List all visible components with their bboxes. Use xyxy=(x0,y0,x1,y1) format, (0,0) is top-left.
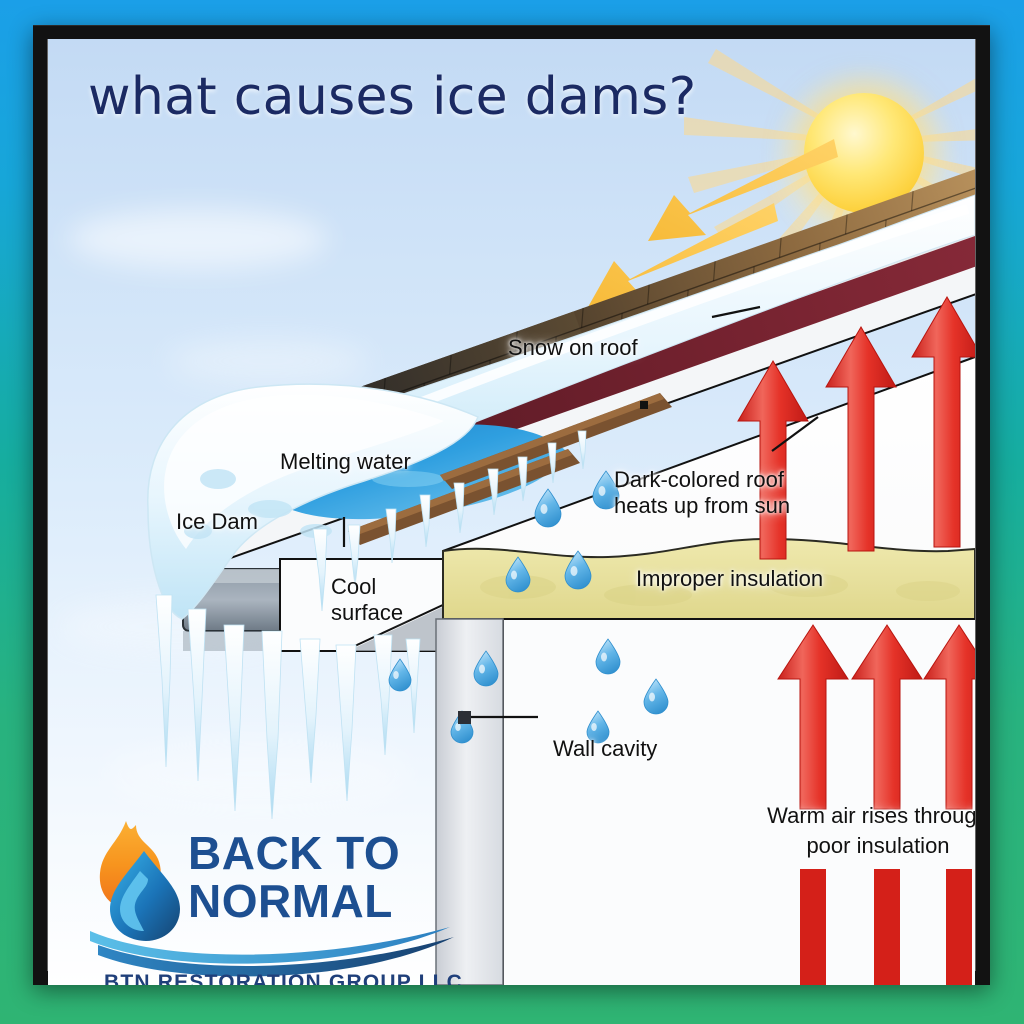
logo-line-2: NORMAL xyxy=(188,875,393,927)
cloud-4 xyxy=(108,739,408,809)
logo-wordmark: BACK TO NORMAL xyxy=(188,829,400,925)
leader-lines xyxy=(342,305,819,719)
water-drop-icon xyxy=(110,851,180,941)
dark-roof-marker xyxy=(640,401,648,409)
brand-logo: BACK TO NORMAL BTN RESTORATION GROUP LLC xyxy=(78,811,478,985)
logo-tagline: BTN RESTORATION GROUP LLC xyxy=(104,971,464,985)
cloud-2 xyxy=(168,339,368,383)
label-cool-surface: Cool surface xyxy=(331,574,404,625)
house-cutaway-illustration xyxy=(147,151,975,985)
label-melting-water: Melting water xyxy=(280,449,411,474)
label-ice-dam: Ice Dam xyxy=(176,509,258,534)
wave-swoosh xyxy=(90,927,454,977)
label-dark-colored-roof: Dark-colored roof heats up from sun xyxy=(614,467,791,518)
sun-ray-arrows-icon xyxy=(588,139,838,307)
cloud-1 xyxy=(68,209,328,269)
water-droplets xyxy=(388,470,669,744)
logo-line-1: BACK TO xyxy=(188,827,401,879)
label-snow-on-roof: Snow on roof xyxy=(508,335,638,360)
label-improper-insulation: Improper insulation xyxy=(636,566,824,591)
illustration-canvas: what causes ice dams? Snow on roof Melti… xyxy=(48,39,975,985)
label-wall-cavity: Wall cavity xyxy=(553,736,658,761)
logo-graphic xyxy=(90,821,454,977)
page-title: what causes ice dams? xyxy=(88,67,697,127)
label-warm-air-rises: Warm air rises through poor insulation xyxy=(767,803,975,858)
wall-cavity-marker xyxy=(458,711,471,724)
